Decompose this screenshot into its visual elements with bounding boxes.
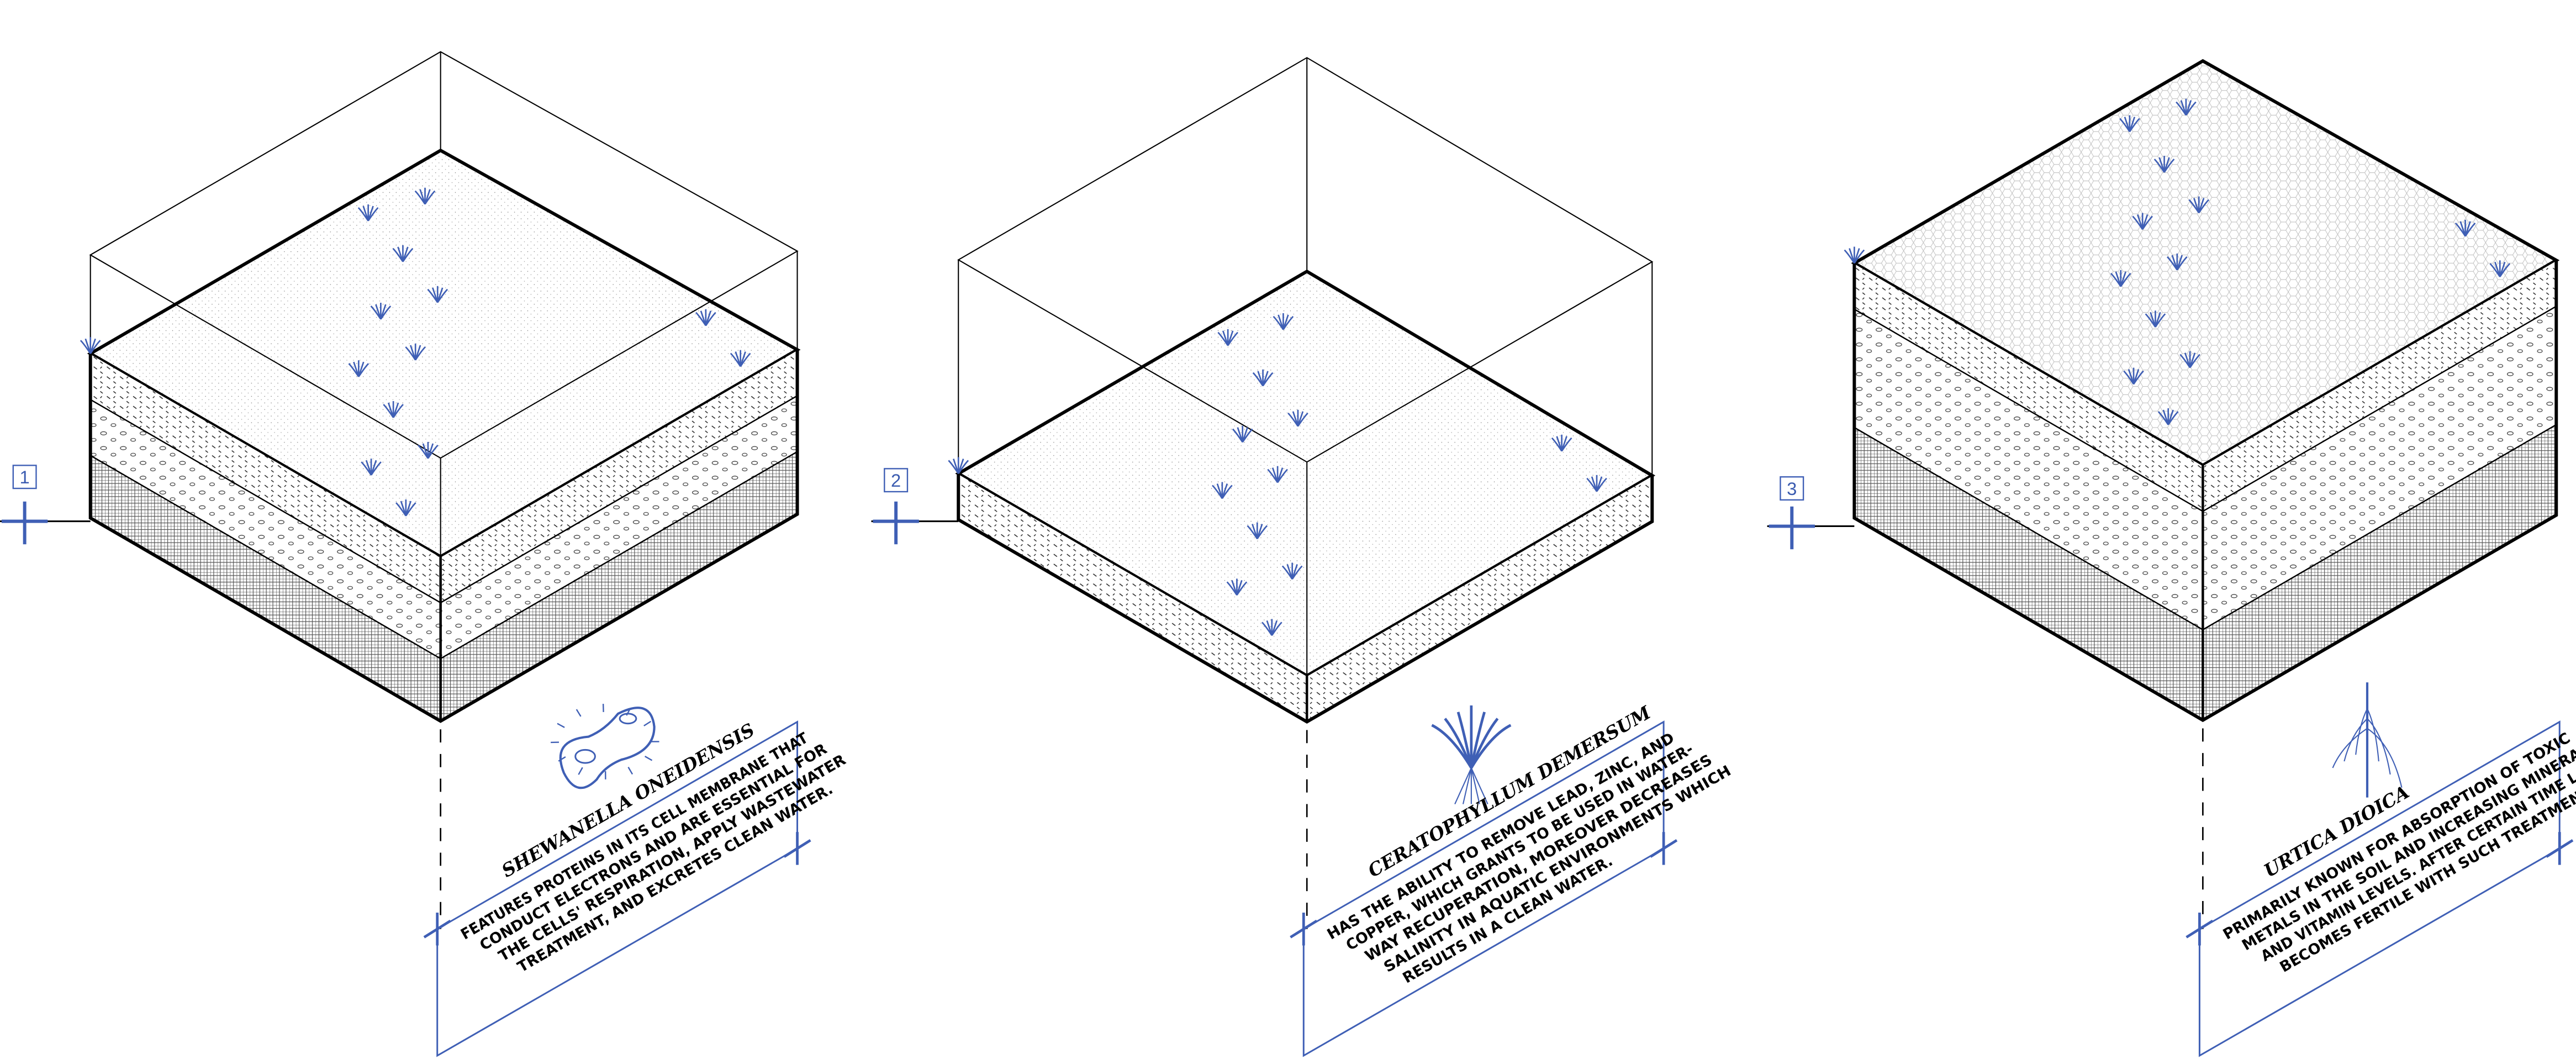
plant-icon: [1551, 434, 1572, 452]
plant-icon: [2179, 351, 2200, 368]
plant-icon: [1252, 369, 1274, 387]
ground-surface: [955, 269, 1656, 678]
plant-icon: [2123, 367, 2144, 385]
plant-icon: [348, 360, 369, 377]
plant-icon: [1247, 522, 1268, 540]
plant-icon: [1287, 409, 1308, 427]
plant-icon: [1267, 466, 1288, 483]
plant-icon: [392, 245, 414, 262]
plant-icon: [2489, 260, 2511, 277]
plant-icon: [2176, 98, 2197, 116]
number-label: 3: [1787, 478, 1797, 499]
plant-icon: [1261, 619, 1282, 636]
plant-icon: [1217, 329, 1239, 346]
crosshair-icon: [783, 839, 811, 858]
number-label-box: [12, 465, 37, 489]
plant-icon: [361, 459, 382, 476]
plant-icon: [427, 286, 448, 303]
number-label-box: [1780, 476, 1804, 501]
plant-icon: [1844, 246, 1865, 264]
plant-icon: [1586, 475, 1607, 492]
number-label: 2: [891, 470, 901, 491]
plant-icon: [1212, 482, 1233, 499]
plant-icon: [2119, 115, 2140, 133]
plant-icon: [418, 441, 439, 459]
crosshair-icon: [423, 919, 451, 939]
plant-icon: [357, 204, 379, 222]
plant-icon: [370, 303, 392, 320]
plant-icon: [405, 343, 426, 361]
plant-icon: [2145, 310, 2166, 328]
block-2: 2: [871, 57, 1656, 929]
plant-icon: [948, 457, 969, 475]
plant-icon: [2454, 219, 2476, 237]
isometric-blocks: 1 2 3: [0, 51, 2560, 929]
plant-icon: [730, 350, 751, 367]
plant-icon: [1273, 313, 1294, 330]
plant-icon: [2153, 156, 2175, 173]
plant-icon: [1232, 425, 1253, 443]
aquatic-plant-icon: [1431, 705, 1512, 804]
plant-icon: [1226, 578, 1248, 596]
crosshair-icon: [1290, 919, 1318, 939]
crosshair-icon: [1650, 839, 1678, 858]
plant-icon: [395, 499, 416, 517]
plant-icon: [2157, 408, 2179, 425]
plant-icon: [2132, 213, 2153, 230]
plant-icon: [1281, 562, 1303, 580]
crosshair-icon: [2186, 919, 2214, 939]
nettle-roots-icon: [2332, 682, 2403, 798]
crosshair-icon: [2546, 839, 2574, 858]
plant-icon: [414, 187, 436, 205]
plant-icon: [2166, 253, 2188, 271]
plant-icon: [2188, 196, 2210, 214]
number-label: 1: [20, 467, 30, 487]
block-1: 1: [0, 51, 801, 929]
plant-icon: [695, 309, 716, 326]
block-3: 3: [1767, 59, 2560, 929]
plant-icon: [2110, 270, 2131, 287]
bacterium-icon: [551, 703, 659, 789]
plant-icon: [80, 337, 101, 354]
number-label-box: [884, 468, 909, 493]
plant-icon: [383, 401, 404, 418]
